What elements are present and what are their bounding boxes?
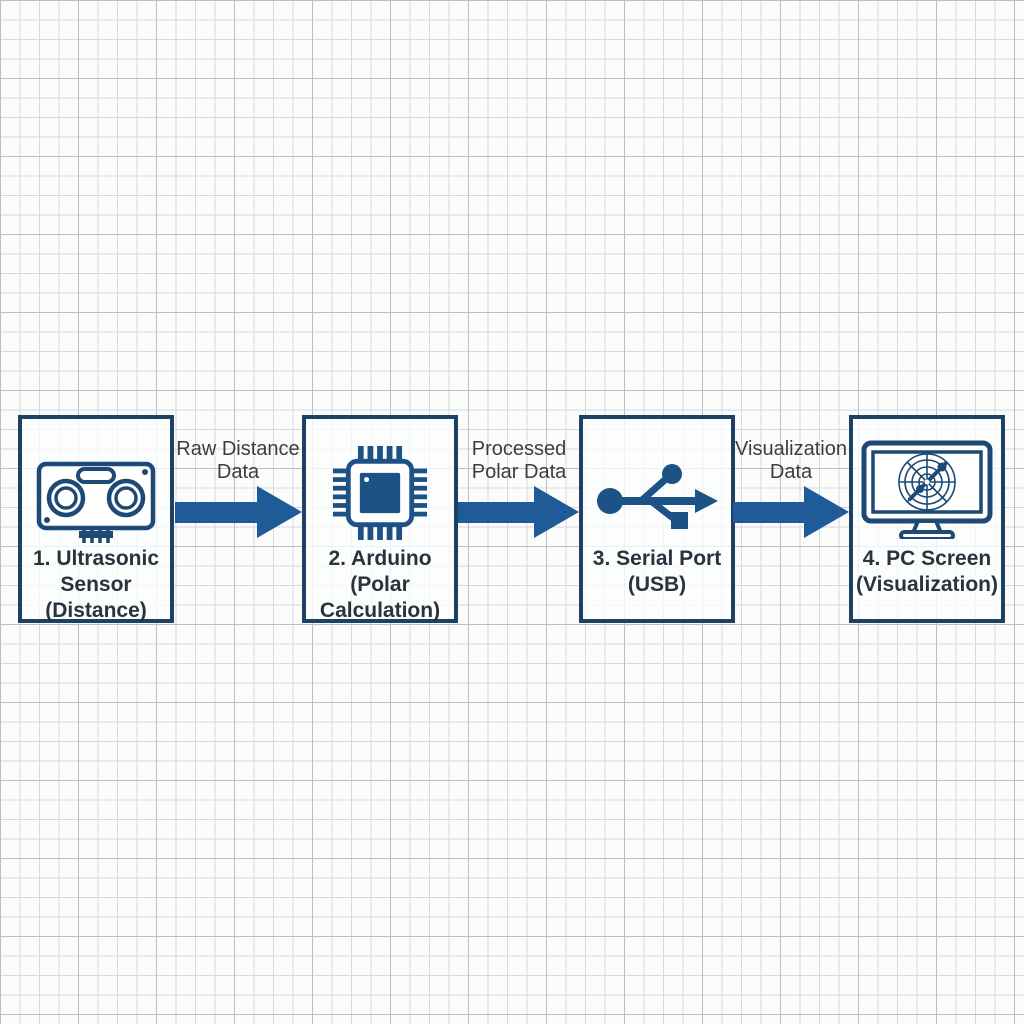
node-label: 4. PC Screen (Visualization) <box>856 547 998 596</box>
node-label: 3. Serial Port (USB) <box>592 547 722 596</box>
arrow-shaft <box>175 501 259 523</box>
node-label: 2. Arduino (Polar Calculation) <box>319 547 441 622</box>
node-ultrasonic-sensor: 1. Ultrasonic Sensor (Distance) <box>18 415 174 623</box>
monitor-radar-icon <box>861 440 993 539</box>
arrow-shaft <box>733 501 806 523</box>
node-arduino: 2. Arduino (Polar Calculation) <box>302 415 458 623</box>
node-serial-port: 3. Serial Port (USB) <box>579 415 735 623</box>
node-label: 1. Ultrasonic Sensor (Distance) <box>32 547 160 622</box>
flow-arrow-3 <box>733 486 849 538</box>
arrow-label: Processed Polar Data <box>471 438 567 483</box>
arrow-label: Visualization Data <box>735 438 847 483</box>
flow-arrow-1 <box>175 486 302 538</box>
ultrasonic-sensor-icon <box>36 461 156 543</box>
microchip-icon <box>332 445 428 541</box>
arrow-head <box>804 486 849 538</box>
flow-arrow-2 <box>458 486 579 538</box>
node-pc-screen: 4. PC Screen (Visualization) <box>849 415 1005 623</box>
arrow-head <box>257 486 302 538</box>
arrow-label: Raw Distance Data <box>176 438 300 483</box>
usb-icon <box>597 464 718 529</box>
arrow-head <box>534 486 579 538</box>
arrow-shaft <box>458 501 536 523</box>
